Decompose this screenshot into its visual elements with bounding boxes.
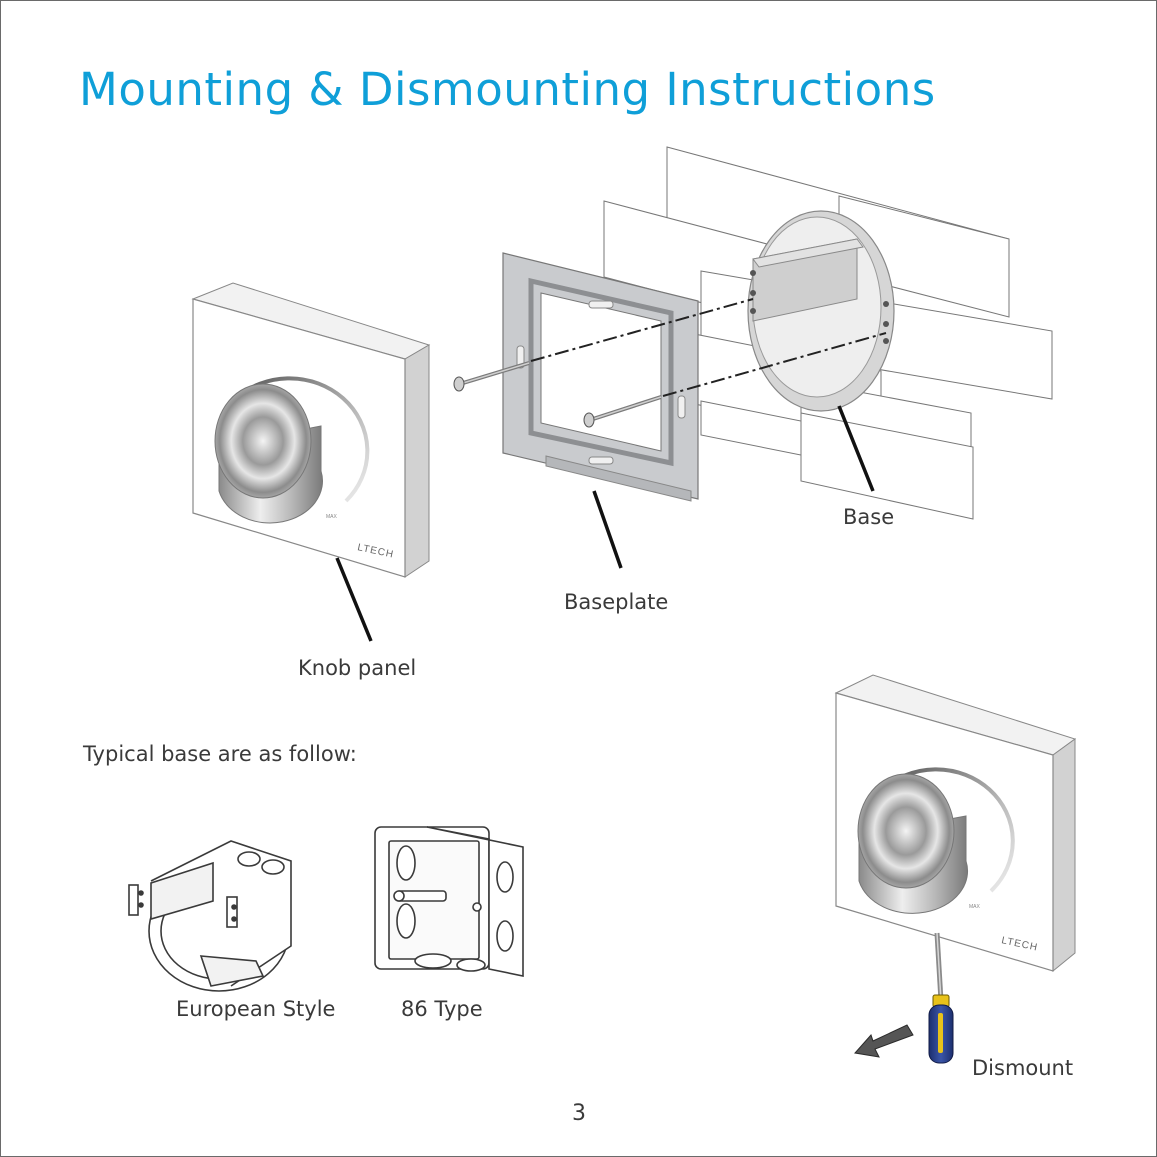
european-style-box-icon — [128, 840, 292, 992]
base-illustration — [747, 210, 895, 412]
svg-text:MAX: MAX — [326, 514, 338, 520]
callout-lines — [335, 405, 875, 642]
dismount-arrow-icon — [854, 1024, 914, 1058]
mounting-screws — [453, 298, 887, 428]
page-title: Mounting & Dismounting Instructions — [79, 63, 936, 116]
svg-text:MAX: MAX — [969, 904, 981, 910]
page-number: 3 — [572, 1101, 586, 1126]
dismount-label: Dismount — [972, 1056, 1074, 1080]
european-style-label: European Style — [176, 997, 336, 1021]
knob-panel-illustration: MAX LTECH — [191, 282, 431, 578]
86-type-label: 86 Type — [401, 997, 483, 1021]
typical-base-heading: Typical base are as follow: — [83, 742, 357, 766]
screwdriver-icon — [928, 932, 954, 1064]
dismount-panel-illustration: MAX LTECH — [834, 674, 1077, 973]
base-label: Base — [843, 505, 895, 529]
knob-panel-label: Knob panel — [298, 656, 417, 680]
86-type-box-icon — [374, 826, 524, 977]
baseplate-label: Baseplate — [564, 590, 669, 614]
